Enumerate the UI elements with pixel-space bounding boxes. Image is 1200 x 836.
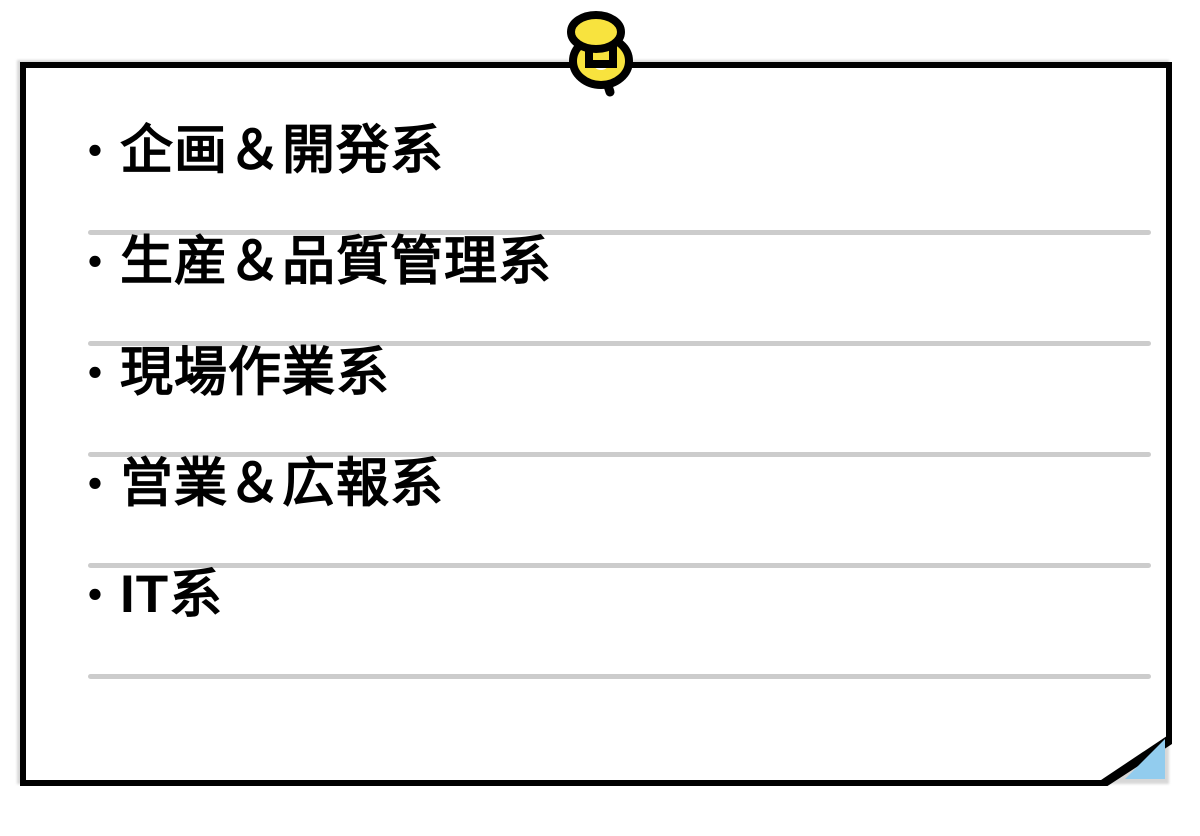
bullet-icon: ・ — [72, 348, 118, 400]
list-item-label: 生産＆品質管理系 — [120, 232, 552, 291]
bullet-icon: ・ — [72, 237, 118, 289]
pinned-note-card: ・ 企画＆開発系 ・ 生産＆品質管理系 ・ 現場作業系 ・ 営業＆広報系 — [17, 60, 1172, 786]
card-surface — [26, 68, 1166, 780]
list-item[interactable]: ・ 営業＆広報系 — [70, 457, 1153, 568]
list-item-row[interactable]: ・ 営業＆広報系 — [70, 457, 1153, 563]
list-item[interactable]: ・ 生産＆品質管理系 — [70, 235, 1153, 346]
list-item[interactable]: ・ 企画＆開発系 — [70, 124, 1153, 235]
bullet-icon: ・ — [72, 459, 118, 511]
list-item-label: IT系 — [120, 565, 224, 624]
list-item-label: 営業＆広報系 — [120, 454, 444, 513]
list-divider — [88, 674, 1151, 679]
list-item-row[interactable]: ・ 企画＆開発系 — [70, 124, 1153, 230]
bullet-icon: ・ — [72, 126, 118, 178]
list-item-row[interactable]: ・ 生産＆品質管理系 — [70, 235, 1153, 341]
list-divider — [88, 230, 1151, 235]
corner-fold-icon — [1125, 739, 1165, 779]
pushpin-icon — [556, 8, 644, 100]
list-divider — [88, 452, 1151, 457]
card-border — [20, 62, 1172, 786]
list-divider — [88, 341, 1151, 346]
list-item[interactable]: ・ 現場作業系 — [70, 346, 1153, 457]
list-divider — [88, 563, 1151, 568]
list-item-row[interactable]: ・ 現場作業系 — [70, 346, 1153, 452]
bullet-icon: ・ — [72, 570, 118, 622]
category-list: ・ 企画＆開発系 ・ 生産＆品質管理系 ・ 現場作業系 ・ 営業＆広報系 — [70, 124, 1153, 679]
list-item-label: 現場作業系 — [120, 343, 390, 402]
list-item-row[interactable]: ・ IT系 — [70, 568, 1153, 674]
list-item[interactable]: ・ IT系 — [70, 568, 1153, 679]
list-item-label: 企画＆開発系 — [120, 121, 444, 180]
